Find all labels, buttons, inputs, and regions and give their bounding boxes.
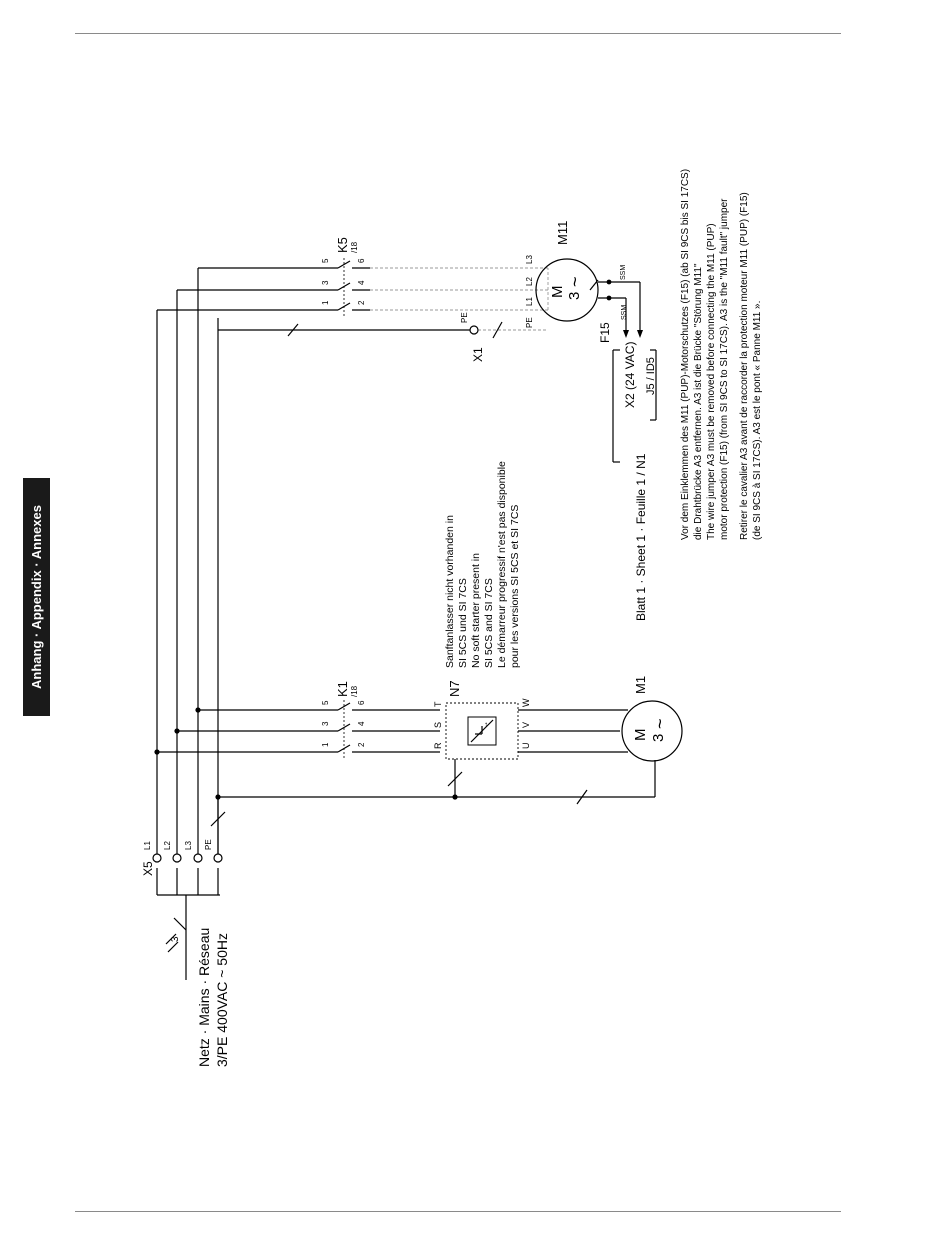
x1-pe-label: PE bbox=[460, 312, 469, 323]
k1-pin-4: 4 bbox=[357, 721, 366, 726]
m11-note-line-3: The wire jumper A3 must be removed befor… bbox=[706, 223, 717, 540]
k5-pin-2: 2 bbox=[357, 300, 366, 305]
soft-note-line-5: Le démarreur progressif n'est pas dispon… bbox=[496, 461, 508, 668]
mains-label-2: 3/PE 400VAC ~ 50Hz bbox=[214, 933, 230, 1067]
terminal-x5: X5 L1 L2 L3 PE bbox=[141, 839, 223, 876]
k5-pin-4: 4 bbox=[357, 280, 366, 285]
terminal-l3-label: L3 bbox=[184, 841, 193, 850]
m11-term-pe: PE bbox=[525, 317, 534, 328]
terminal-l1-label: L1 bbox=[143, 841, 152, 850]
m11-symbol-m: M bbox=[549, 286, 566, 299]
m11-symbol-tilde: ~ bbox=[565, 276, 585, 287]
k1-pin-1: 1 bbox=[321, 742, 330, 747]
n7-out-v: V bbox=[521, 722, 531, 728]
power-risers bbox=[154, 267, 470, 854]
terminal-l2-label: L2 bbox=[163, 841, 172, 850]
m11-term-l1: L1 bbox=[525, 297, 534, 306]
n7-out-u: U bbox=[521, 743, 531, 750]
x1-label: X1 bbox=[471, 347, 485, 362]
k1-pin-2: 2 bbox=[357, 742, 366, 747]
soft-starter-n7: ↑ N7 R S T U V W bbox=[433, 680, 628, 800]
k5-label: K5 bbox=[335, 237, 350, 253]
m11-term-l3: L3 bbox=[525, 255, 534, 264]
j5-label: J5 / ID5 bbox=[645, 357, 657, 395]
svg-text:3: 3 bbox=[170, 936, 181, 942]
m11-note-line-2: die Drahtbrücke A3 entfernen. A3 ist die… bbox=[693, 263, 704, 540]
motor-m11: M11 M 3 ~ L3 L2 L1 PE bbox=[525, 221, 599, 328]
k1-label: K1 bbox=[335, 681, 350, 697]
soft-starter-note: Sanftanlasser nicht vorhanden in SI 5CS … bbox=[444, 461, 521, 668]
bottom-rule bbox=[75, 1211, 841, 1212]
k5-pin-6: 6 bbox=[357, 258, 366, 263]
soft-note-line-1: Sanftanlasser nicht vorhanden in bbox=[444, 515, 456, 668]
motor-protection-f15: SSM SSM F15 bbox=[589, 265, 643, 343]
n7-out-w: W bbox=[521, 698, 531, 707]
f15-ssm-b: SSM bbox=[621, 305, 628, 320]
k5-pin-5: 5 bbox=[321, 258, 330, 263]
terminal-x1: PE X1 bbox=[460, 312, 503, 362]
k5-pin-3: 3 bbox=[321, 280, 330, 285]
x2-label: X2 (24 VAC) bbox=[623, 342, 637, 408]
n7-in-s: S bbox=[433, 722, 443, 728]
m11-jumper-note: Vor dem Einklemmen des M11 (PUP)-Motorsc… bbox=[680, 169, 763, 540]
m11-note-line-5: Retirer le cavalier A3 avant de raccorde… bbox=[739, 192, 750, 540]
m11-note-line-4: motor protection (F15) (from SI 9CS to S… bbox=[719, 198, 730, 540]
k1-pin-6: 6 bbox=[357, 700, 366, 705]
mains-label-1: Netz · Mains · Réseau bbox=[196, 928, 212, 1067]
m11-note-line-1: Vor dem Einklemmen des M11 (PUP)-Motorsc… bbox=[680, 169, 691, 540]
k1-ref: /18 bbox=[350, 685, 359, 697]
f15-ssm-a: SSM bbox=[620, 265, 627, 280]
n7-in-r: R bbox=[433, 742, 443, 749]
svg-text:↑: ↑ bbox=[484, 720, 488, 729]
k1-pin-5: 5 bbox=[321, 700, 330, 705]
soft-note-line-6: pour les versions SI 5CS et SI 7CS bbox=[509, 505, 521, 668]
k5-pin-1: 1 bbox=[321, 300, 330, 305]
soft-note-line-4: SI 5CS and SI 7CS bbox=[483, 578, 495, 668]
k5-ref: /18 bbox=[350, 241, 359, 253]
m11-note-line-6: (de SI 9CS à SI 17CS). A3 est le pont « … bbox=[752, 301, 763, 540]
m11-label: M11 bbox=[555, 221, 570, 245]
controller-connector: X2 (24 VAC) J5 / ID5 bbox=[612, 342, 657, 463]
m11-symbol-3: 3 bbox=[566, 292, 583, 300]
contactor-k5: 1 3 5 2 4 6 K5 /18 bbox=[320, 237, 370, 318]
m1-symbol-3: 3 bbox=[650, 734, 667, 742]
m11-feed-lines bbox=[370, 267, 548, 331]
mains-supply: 3 Netz · Mains · Réseau 3/PE 400VAC ~ 50… bbox=[156, 868, 230, 1067]
k1-pin-3: 3 bbox=[321, 721, 330, 726]
contactor-k1: 1 3 5 2 4 6 K1 /18 bbox=[320, 681, 440, 760]
terminal-x5-label: X5 bbox=[141, 861, 155, 876]
m1-label: M1 bbox=[633, 676, 648, 694]
m1-symbol-m: M bbox=[632, 729, 649, 742]
n7-in-t: T bbox=[433, 701, 443, 707]
terminal-pe-label: PE bbox=[204, 839, 213, 850]
sheet-reference: Blatt 1 · Sheet 1 · Feuille 1 / N1 bbox=[634, 453, 648, 621]
m1-symbol-tilde: ~ bbox=[650, 718, 670, 729]
section-tab: Anhang · Appendix · Annexes bbox=[23, 478, 50, 716]
n7-label: N7 bbox=[447, 680, 462, 697]
motor-m1: M1 M 3 ~ bbox=[621, 676, 683, 762]
f15-label: F15 bbox=[598, 322, 612, 343]
m11-term-l2: L2 bbox=[525, 277, 534, 286]
top-rule bbox=[75, 33, 841, 34]
soft-note-line-3: No soft starter present in bbox=[470, 553, 482, 668]
soft-note-line-2: SI 5CS und SI 7CS bbox=[457, 578, 469, 668]
